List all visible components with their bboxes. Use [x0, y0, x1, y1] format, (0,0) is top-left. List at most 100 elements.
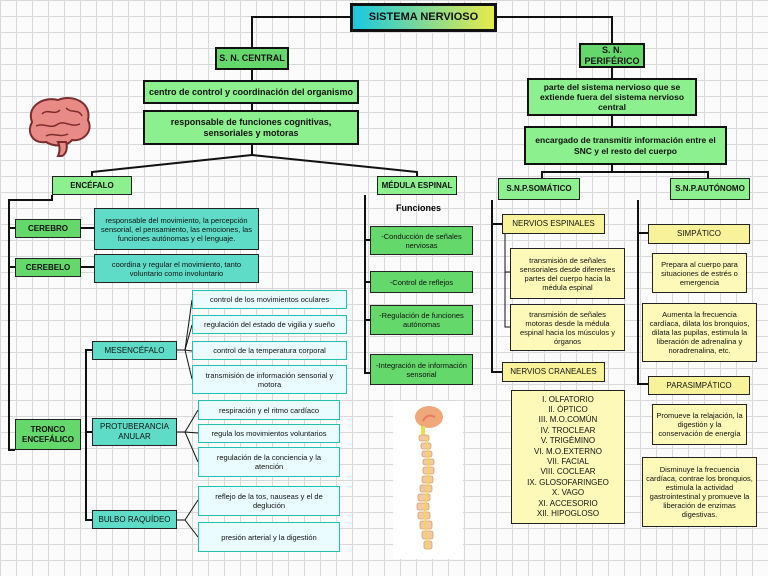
parasimpatico-node: PARASIMPÁTICO [648, 376, 750, 395]
cranial-nerve-item: III. M.O.COMÚN [538, 415, 598, 425]
central-label: S. N. CENTRAL [219, 53, 285, 64]
bulbo-item: reflejo de la tos, nauseas y el de deglu… [198, 486, 340, 516]
mesencefalo-item: control de los movimientos oculares [192, 290, 347, 309]
nervios-espinales-item: transmisión de señales motoras desde la … [510, 304, 625, 351]
cranial-nerve-item: VI. M.O.EXTERNO [533, 446, 602, 456]
bulbo-item-text: presión arterial y la digestión [221, 532, 317, 542]
cranial-nerve-item: VIII. COCLEAR [540, 467, 596, 477]
cranial-nerve-item: I. OLFATORIO [542, 394, 594, 404]
medula-function: -Control de reflejos [370, 271, 473, 293]
medula-label: MÉDULA ESPINAL [381, 180, 453, 190]
spine-icon [393, 401, 463, 559]
title-box: SISTEMA NERVIOSO [350, 3, 497, 32]
somatico-label: S.N.P.SOMÁTICO [506, 184, 572, 194]
central-role-text: responsable de funciones cognitivas, sen… [170, 116, 332, 138]
medula-function-text: -Control de reflejos [389, 277, 454, 287]
nervios-craneales-node: NERVIOS CRANEALES [502, 362, 605, 382]
protuberancia-item: regulación de la conciencia y la atenció… [198, 447, 340, 477]
periferico-role-text: encargado de transmitir información entr… [535, 135, 716, 156]
cerebelo-node: CEREBELO [15, 258, 81, 277]
parasimpatico-item-text: Promueve la relajación, la digestión y l… [656, 411, 743, 438]
cerebro-label: CEREBRO [27, 223, 68, 233]
autonomo-node: S.N.P.AUTÓNOMO [670, 178, 750, 200]
protuberancia-node: PROTUBERANCIA ANULAR [92, 418, 177, 446]
cerebro-description: responsable del movimiento, la percepció… [94, 208, 259, 250]
periferico-definition: parte del sistema nervioso que se extien… [527, 78, 697, 116]
nervios-espinales-node: NERVIOS ESPINALES [502, 214, 605, 234]
medula-function: -Regulación de funciones autónomas [370, 305, 473, 335]
parasimpatico-item: Promueve la relajación, la digestión y l… [652, 404, 747, 445]
tronco-encefalico-label: TRONCO ENCEFÁLICO [22, 424, 74, 444]
cerebelo-label: CEREBELO [25, 262, 71, 272]
encefalo-node: ENCÉFALO [52, 176, 132, 195]
cranial-nerve-item: XII. HIPOGLOSO [536, 508, 600, 518]
encefalo-label: ENCÉFALO [70, 180, 114, 190]
simpatico-item: Aumenta la frecuencia cardíaca, dilata l… [642, 303, 757, 362]
periferico-label: S. N. PERIFÉRICO [584, 44, 640, 66]
bulbo-item: presión arterial y la digestión [198, 522, 340, 552]
parasimpatico-item-text: Disminuye la frecuencia cardíaca, contra… [646, 465, 753, 519]
nervios-craneales-list: I. OLFATORIO II. ÓPTICO III. M.O.COMÚN I… [511, 390, 625, 524]
protuberancia-label: PROTUBERANCIA ANULAR [100, 422, 169, 441]
mesencefalo-node: MESENCÉFALO [92, 341, 177, 360]
central-definition-text: centro de control y coordinación del org… [148, 86, 354, 97]
simpatico-node: SIMPÁTICO [648, 224, 750, 244]
mesencefalo-item-text: transmisión de información sensorial y m… [205, 370, 334, 389]
medula-function: -Conducción de señales nerviosas [370, 226, 473, 255]
mesencefalo-item-text: control de los movimientos oculares [209, 295, 330, 304]
protuberancia-item: regula los movimientos voluntarios [198, 424, 340, 443]
mesencefalo-item: control de la temperatura corporal [192, 341, 347, 360]
nervios-espinales-item-text: transmisión de señales motoras desde la … [519, 309, 616, 346]
nervios-espinales-item: transmisión de señales sensoriales desde… [510, 248, 625, 299]
medula-function: -Integración de información sensorial [370, 354, 473, 385]
bulbo-label: BULBO RAQUÍDEO [98, 514, 171, 524]
somatico-node: S.N.P.SOMÁTICO [498, 178, 580, 200]
cranial-nerve-item: XI. ACCESORIO [538, 498, 598, 508]
funciones-label: Funciones [396, 203, 442, 213]
medula-node: MÉDULA ESPINAL [377, 176, 457, 195]
mesencefalo-item-text: control de la temperatura corporal [213, 346, 326, 355]
nervios-espinales-label: NERVIOS ESPINALES [512, 219, 595, 229]
cerebro-description-text: responsable del movimiento, la percepció… [101, 215, 252, 243]
cranial-nerve-item: IX. GLOSOFARINGEO [527, 477, 609, 487]
bulbo-node: BULBO RAQUÍDEO [92, 510, 177, 529]
mesencefalo-item-text: regulación del estado de vigilia y sueño [204, 320, 335, 329]
simpatico-label: SIMPÁTICO [676, 229, 721, 239]
protuberancia-item: respiración y el ritmo cardíaco [198, 400, 340, 420]
cranial-nerve-item: II. ÓPTICO [548, 405, 588, 415]
cranial-nerve-item: VII. FACIAL [547, 457, 589, 466]
brain-icon [28, 97, 91, 157]
periferico-node: S. N. PERIFÉRICO [579, 43, 645, 68]
central-definition: centro de control y coordinación del org… [143, 80, 359, 104]
mesencefalo-item: transmisión de información sensorial y m… [192, 365, 347, 394]
cerebro-node: CEREBRO [15, 219, 81, 238]
cranial-nerve-item: IV. TROCLEAR [540, 425, 596, 435]
tronco-encefalico-node: TRONCO ENCEFÁLICO [15, 419, 81, 450]
protuberancia-item-text: regulación de la conciencia y la atenció… [216, 453, 322, 471]
central-node: S. N. CENTRAL [215, 47, 289, 70]
cranial-nerve-item: X. VAGO [551, 488, 585, 498]
nervios-craneales-label: NERVIOS CRANEALES [510, 367, 597, 377]
periferico-definition-text: parte del sistema nervioso que se extien… [539, 81, 685, 113]
mesencefalo-label: MESENCÉFALO [104, 345, 165, 355]
protuberancia-item-text: respiración y el ritmo cardíaco [218, 405, 320, 415]
cerebelo-description: coordina y regular el movimiento, tanto … [94, 254, 259, 283]
autonomo-label: S.N.P.AUTÓNOMO [675, 184, 745, 194]
page-title: SISTEMA NERVIOSO [368, 10, 479, 23]
bulbo-item-text: reflejo de la tos, nauseas y el de deglu… [215, 492, 323, 510]
simpatico-item: Prepara al cuerpo para situaciones de es… [652, 253, 747, 293]
protuberancia-item-text: regula los movimientos voluntarios [211, 429, 327, 438]
parasimpatico-label: PARASIMPÁTICO [666, 380, 732, 390]
cranial-nerve-item: V. TRIGÉMINO [540, 436, 596, 446]
periferico-role: encargado de transmitir información entr… [524, 126, 727, 165]
simpatico-item-text: Prepara al cuerpo para situaciones de es… [661, 259, 738, 287]
medula-function-text: -Integración de información sensorial [376, 360, 467, 379]
central-role: responsable de funciones cognitivas, sen… [143, 110, 359, 145]
cerebelo-description-text: coordina y regular el movimiento, tanto … [111, 259, 242, 278]
medula-function-text: -Regulación de funciones autónomas [379, 311, 464, 329]
simpatico-item-text: Aumenta la frecuencia cardíaca, dilata l… [649, 310, 750, 355]
medula-function-text: -Conducción de señales nerviosas [381, 231, 462, 250]
parasimpatico-item: Disminuye la frecuencia cardíaca, contra… [642, 457, 757, 527]
nervios-espinales-item-text: transmisión de señales sensoriales desde… [519, 255, 616, 292]
